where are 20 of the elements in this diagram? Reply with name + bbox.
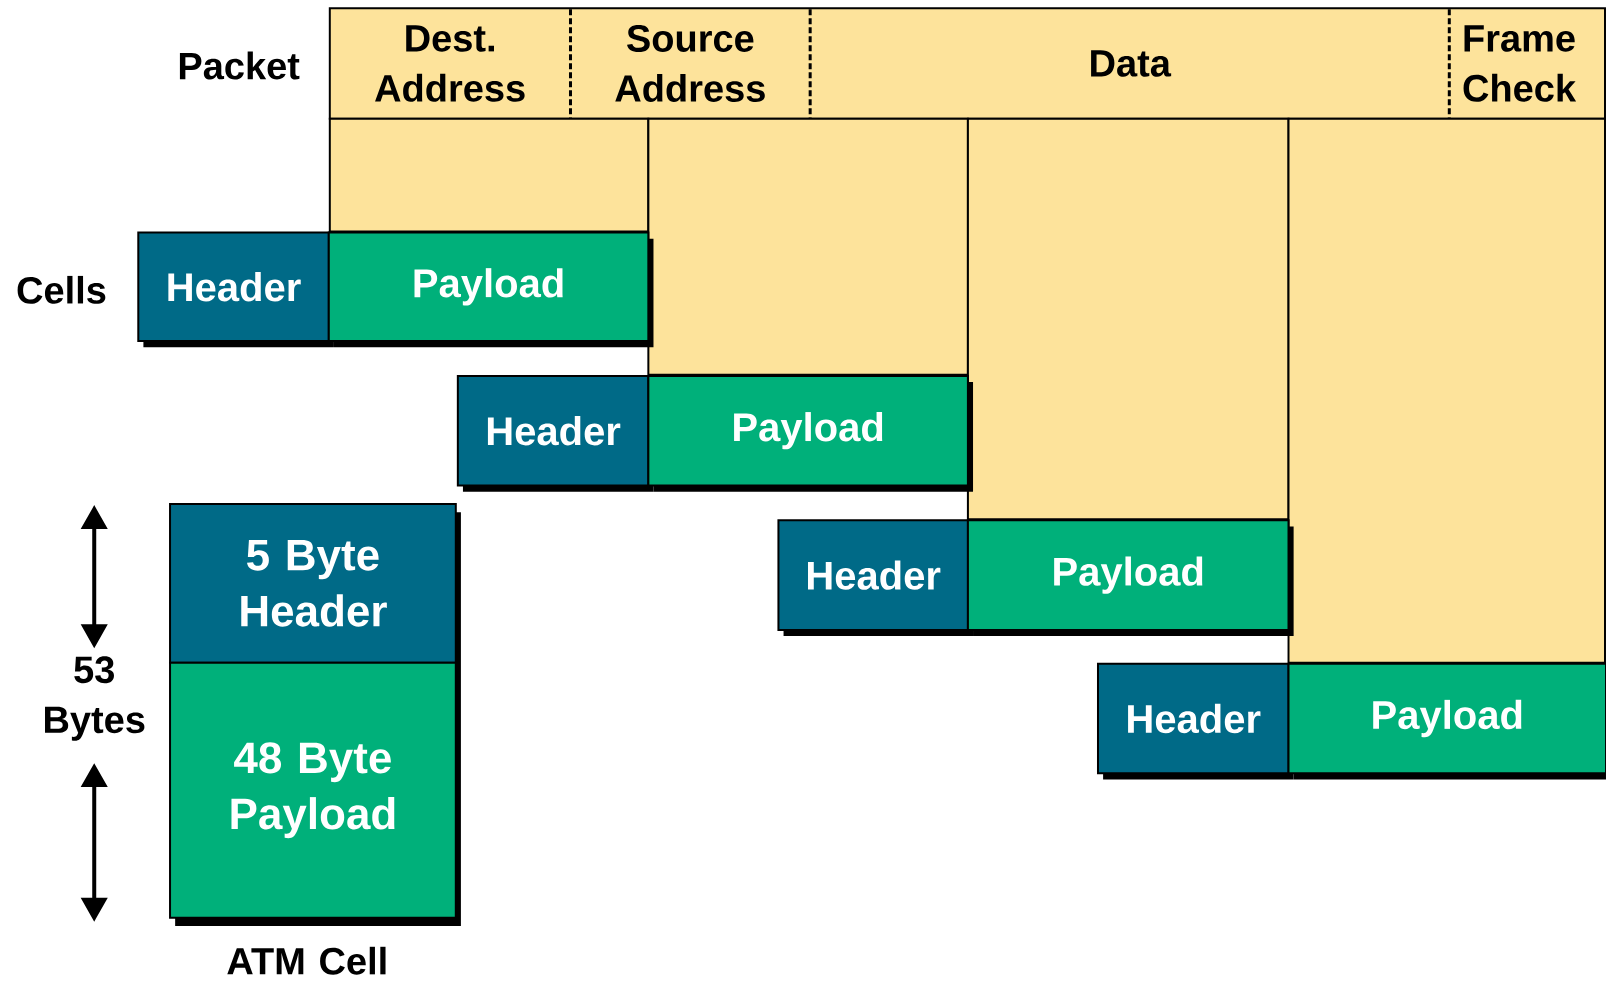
header-box: Header bbox=[137, 231, 334, 348]
header-box: Header bbox=[1097, 662, 1294, 780]
packet-segment-area bbox=[1287, 117, 1606, 664]
payload-box: 48 Byte Payload bbox=[169, 661, 461, 926]
payload-box: Payload bbox=[327, 231, 654, 348]
packet-field: Dest. Address bbox=[375, 25, 525, 102]
header-box: 5 Byte Header bbox=[169, 502, 461, 671]
packet-segment-area bbox=[647, 117, 969, 376]
packet-segment-area bbox=[966, 117, 1290, 521]
header-box: Header bbox=[777, 519, 974, 636]
size-label: 53 Bytes bbox=[45, 656, 145, 741]
row-label: Packet bbox=[179, 51, 300, 80]
payload-box: Payload bbox=[1287, 662, 1606, 780]
packet-field: Frame Check bbox=[1463, 25, 1577, 102]
packet-segment-area bbox=[328, 117, 650, 233]
header-box: Header bbox=[456, 374, 654, 492]
payload-box: Payload bbox=[966, 519, 1294, 636]
packet-field: Source Address bbox=[615, 24, 765, 102]
packet-field: Data bbox=[1091, 50, 1172, 77]
payload-box: Payload bbox=[647, 374, 974, 492]
